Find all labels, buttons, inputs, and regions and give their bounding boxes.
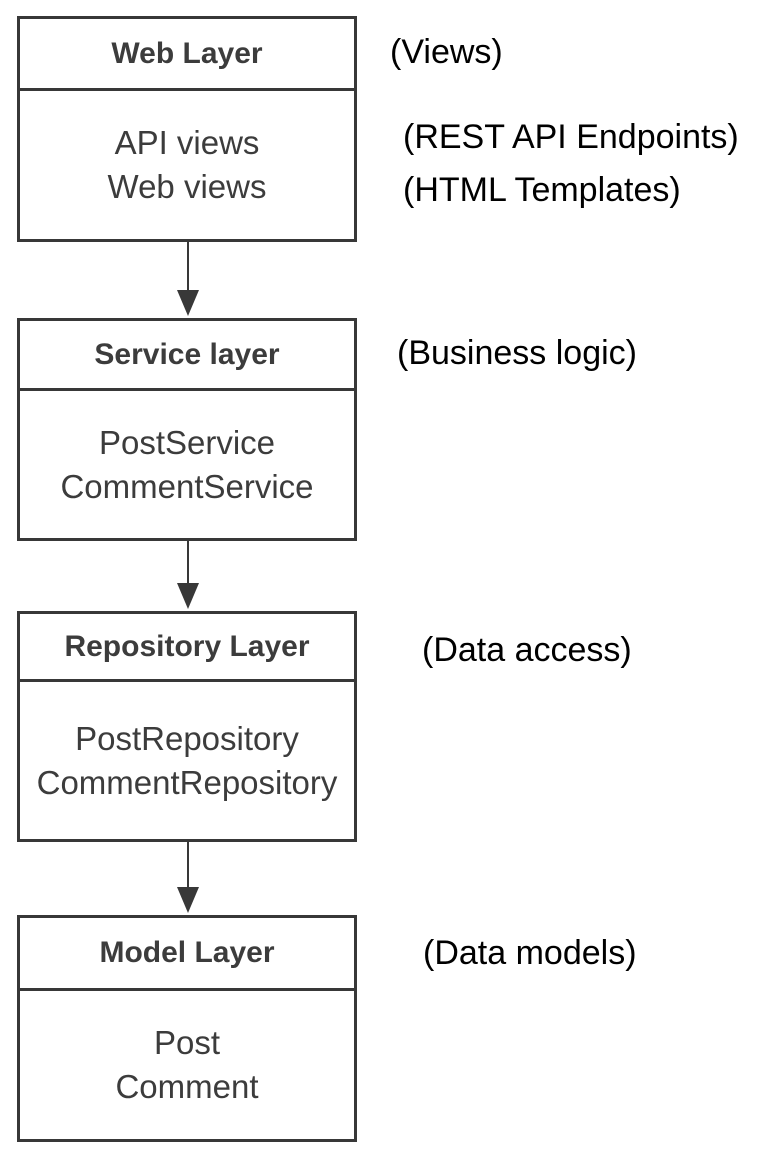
- layer-items-model: Post Comment: [20, 991, 354, 1139]
- layer-items-service: PostService CommentService: [20, 391, 354, 538]
- layer-box-model: Model Layer Post Comment: [17, 915, 357, 1142]
- arrow-service-to-repository: [176, 541, 200, 611]
- layer-box-web: Web Layer API views Web views: [17, 16, 357, 242]
- layer-item: CommentService: [60, 467, 314, 505]
- layer-item: Comment: [115, 1068, 259, 1105]
- arrow-web-to-service: [176, 242, 200, 318]
- layer-item: PostService: [98, 423, 276, 461]
- annotation-data-models: (Data models): [423, 934, 637, 972]
- arrow-down-icon: [177, 541, 199, 609]
- layer-box-service: Service layer PostService CommentService: [17, 318, 357, 541]
- annotation-business-logic: (Business logic): [397, 334, 637, 372]
- layer-item: PostRepository: [75, 719, 299, 757]
- layer-title-model: Model Layer: [20, 918, 354, 991]
- arrow-repository-to-model: [176, 842, 200, 915]
- annotation-data-access: (Data access): [422, 631, 632, 669]
- layer-items-web: API views Web views: [20, 91, 354, 239]
- layer-item: CommentRepository: [36, 763, 338, 801]
- annotation-rest-api-endpoints: (REST API Endpoints): [403, 118, 739, 156]
- layer-item: Web views: [107, 168, 267, 205]
- layer-title-repository: Repository Layer: [20, 614, 354, 682]
- arrow-down-icon: [177, 842, 199, 913]
- layer-box-repository: Repository Layer PostRepository CommentR…: [17, 611, 357, 842]
- layer-title-web: Web Layer: [20, 19, 354, 91]
- annotation-views: (Views): [390, 33, 503, 71]
- annotation-html-templates: (HTML Templates): [403, 171, 681, 209]
- layer-title-service: Service layer: [20, 321, 354, 391]
- layer-items-repository: PostRepository CommentRepository: [20, 682, 354, 839]
- layer-item: Post: [153, 1024, 221, 1061]
- layer-item: API views: [114, 124, 260, 161]
- arrow-down-icon: [177, 242, 199, 316]
